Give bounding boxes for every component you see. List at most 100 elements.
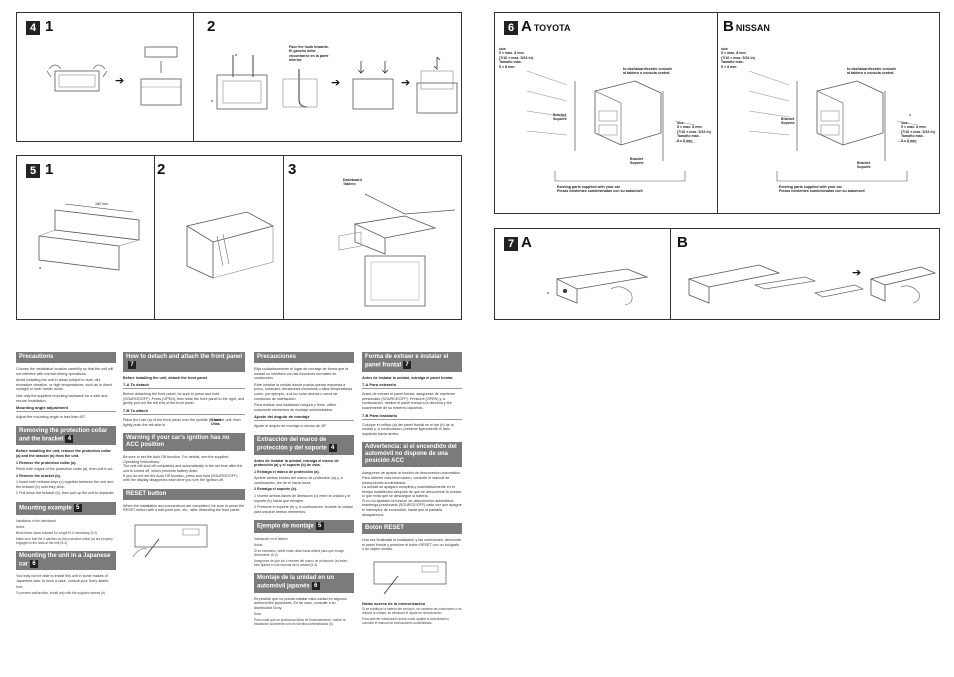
jap-text: Es posible que no pueda instalar esta un…	[254, 596, 347, 610]
extr-step-2: 2 Extraiga el soporte (b).	[254, 487, 298, 492]
panel-es-a-text: Antes de extraer el panel frontal, asegú…	[362, 392, 456, 410]
p4-illustration-release-keys	[216, 55, 268, 110]
mem-heading: Notas acerca de la memorización	[362, 601, 426, 607]
p4-circle-b: b	[211, 99, 213, 103]
p6-a-size-right: size 5 × max. 8 mm (7/16 × max. 5/16 in)…	[677, 121, 711, 143]
p4-sub-2: 2	[207, 18, 216, 35]
text-column-2: How to detach and attach the front panel…	[123, 352, 245, 562]
removing-title: Removing the protection collar and the b…	[19, 427, 108, 443]
p6-a-letter: A	[521, 18, 532, 35]
prec-es-3: Para realizar una instalación segura y f…	[254, 403, 337, 412]
japan-note: To prevent malfunction, install only wit…	[16, 591, 106, 596]
prec-es-2: Evite instalar la unidad donde pueda que…	[254, 382, 353, 401]
p6-a-size-top: size 5 × max. 8 mm (7/16 × max. 5/16 in)…	[499, 47, 533, 69]
adv-heading: Advertencia: si el encendido del automóv…	[362, 442, 462, 468]
panel-7-divider	[670, 229, 671, 319]
p4-illustration-collar-off	[140, 46, 182, 106]
panel-es-intro: Antes de instalar la unidad, extraiga el…	[362, 375, 454, 380]
reset-text: When the installation and connections ar…	[123, 503, 245, 513]
removing-step-2: 2 Remove the bracket (b).	[16, 473, 61, 478]
extr-heading: Extracción del marco de protección y del…	[254, 434, 354, 455]
japan-step: 6	[30, 559, 39, 568]
p6-circle-a: a	[909, 113, 911, 117]
p6-b-illustration	[748, 70, 918, 182]
panel-5-divider-1	[154, 156, 155, 319]
p5-sub-3: 3	[288, 161, 297, 178]
panel-es-b-text: Coloque el orificio (a) del panel fronta…	[362, 422, 454, 436]
panel-5-divider-2	[283, 156, 284, 319]
ej-subheading: Instalación en el tablero	[254, 537, 288, 542]
dash-subheading: Installation in the dashboard	[16, 518, 56, 523]
p6-a-illustration	[526, 70, 696, 182]
detach-heading: How to detach and attach the front panel…	[123, 352, 245, 372]
detach-intro: Before installing the unit, detach the f…	[123, 375, 208, 380]
jap-title: Montaje de la unidad en un automóvil jap…	[257, 575, 335, 590]
p5-illustration-dimensions	[38, 203, 140, 271]
removing-step: 4	[65, 434, 74, 443]
extr-step-2b: 2 Presione el soporte (b) y, a continuac…	[254, 505, 353, 514]
p7-b-illustration-2	[869, 266, 937, 304]
detach-a-heading: 7-A To detach	[123, 382, 150, 388]
removing-step-1: 1 Remove the protection collar (a).	[16, 460, 77, 465]
figure-panel-5: 5 1 2 3 182 mm a Claws Uñas Dashboard Ta…	[16, 155, 462, 426]
p4-illustration-pull-down	[352, 61, 394, 110]
jap-heading: Montaje de la unidad en un automóvil jap…	[254, 573, 354, 593]
panel-4-divider	[193, 13, 194, 141]
figure-panel-7: 7 A B a ➔	[494, 228, 940, 320]
p7-circle-a: a	[547, 291, 549, 295]
precaution-2: Avoid installing the unit in areas subje…	[16, 378, 112, 392]
precautions-heading: Precautions	[16, 352, 116, 363]
p6-b-letter: B	[723, 18, 734, 35]
prec-es-1: Elija cuidadosamente el lugar de montaje…	[254, 367, 349, 381]
p4-illustration-separate	[416, 56, 458, 114]
extr-title: Extracción del marco de protección y del…	[257, 436, 327, 452]
p7-b-illustration	[687, 264, 865, 304]
p4-arrow-1: ➔	[115, 74, 125, 87]
japan-title: Mounting the unit in a Japanese car	[19, 552, 111, 568]
example-step: 5	[73, 504, 82, 513]
acc-text: Be sure to set the Auto Off function. Fo…	[123, 455, 243, 483]
removing-step-2a: 1 Insert both release keys (c) together …	[16, 480, 114, 489]
dash-notes-heading: Notes	[16, 524, 25, 529]
step-6-badge: 6	[504, 21, 518, 35]
detach-b-text: Place the hole (a) of the front panel on…	[123, 417, 241, 427]
removing-intro: Before installing the unit, remove the p…	[16, 449, 111, 458]
p4-illustration-hook	[282, 69, 318, 108]
panel-es-title: Forma de extraer e instalar el panel fro…	[365, 354, 449, 369]
text-column-1: Precautions Choose the installation loca…	[16, 352, 116, 597]
dash-note-2: Make sure that the 4 catches on the prot…	[16, 536, 113, 545]
ajuste-heading: Ajuste del ángulo de montaje	[254, 414, 310, 420]
p5-size-label: 182 mm	[95, 202, 108, 206]
ej-notas-heading: Notas	[254, 543, 263, 548]
ajuste-rule	[254, 420, 354, 422]
precaution-1: Choose the installation location careful…	[16, 367, 114, 376]
japan-text: You may not be able to install this unit…	[16, 574, 110, 583]
angle-heading: Mounting angle adjustment	[16, 405, 68, 411]
example-title: Mounting example	[19, 505, 72, 512]
p4-sub-1: 1	[45, 18, 54, 35]
adv-text: Asegúrese de ajustar la función de desco…	[362, 471, 462, 517]
angle-rule	[16, 411, 116, 413]
reset-illustration	[132, 524, 208, 558]
detach-title: How to detach and attach the front panel	[126, 354, 243, 360]
removing-step-1-text: Pinch both edges of the protection colla…	[16, 467, 114, 472]
p5-dashboard-label: Dashboard Tablero	[343, 178, 362, 187]
p6-a-parts: Existing parts supplied with your car Pi…	[557, 185, 643, 194]
japan-note-heading: Note	[16, 585, 23, 590]
extr-step: 4	[328, 443, 337, 452]
mem-note-2: Para obtener información sobre cómo ajus…	[362, 617, 450, 626]
p6-a-brand: TOYOTA	[533, 23, 571, 33]
p4-illustration-remove-collar	[46, 64, 108, 92]
ej-note-2: Asegúrese de que los 4 retenes del marco…	[254, 559, 348, 568]
extr-step-1-text: Apriete ambos bordes del marco de protec…	[254, 476, 343, 485]
ajuste-text: Ajuste el ángulo de montaje a menos de 4…	[254, 424, 328, 429]
panel-6-divider	[717, 13, 718, 213]
acc-heading: Warning if your car's ignition has no AC…	[123, 433, 245, 452]
ej-step: 5	[315, 522, 324, 531]
p7-sub-b: B	[677, 234, 688, 251]
p4-hook-note: Face the hook inwards. El gancho debe en…	[289, 45, 329, 63]
